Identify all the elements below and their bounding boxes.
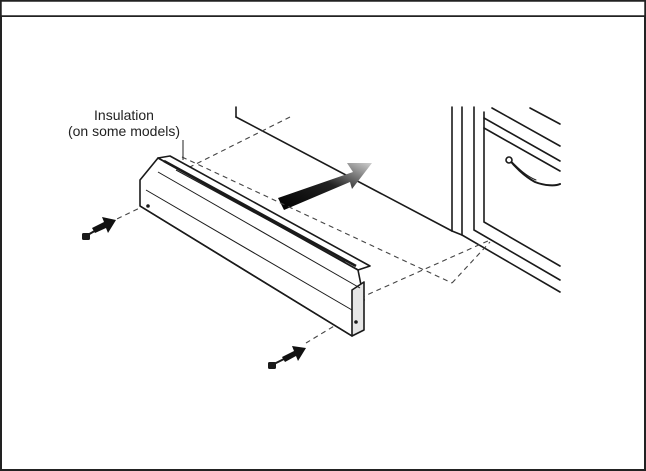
appliance-cabinet bbox=[235, 106, 561, 293]
header-band bbox=[0, 0, 646, 17]
callout-line-1: Insulation bbox=[94, 107, 154, 123]
push-arrow-icon bbox=[278, 163, 372, 210]
screw-arrow-left-icon bbox=[92, 217, 116, 233]
screw-arrow-right-icon bbox=[282, 346, 306, 362]
callout-line-2: (on some models) bbox=[67, 123, 181, 139]
insulation-callout: Insulation (on some models) bbox=[24, 107, 224, 139]
screw-right-icon bbox=[268, 357, 287, 369]
kickplate-panel bbox=[139, 155, 371, 337]
